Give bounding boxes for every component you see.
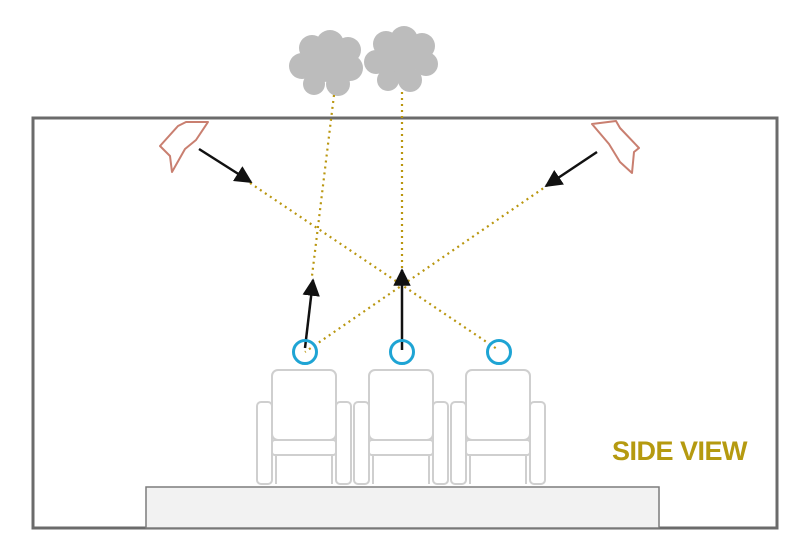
seat-center <box>353 369 449 485</box>
reflection-paths <box>249 92 549 353</box>
cloud-right <box>364 26 438 92</box>
path-right-speaker-to-left-seat <box>304 184 549 353</box>
path-left-cloud-to-left-seat <box>310 94 336 277</box>
arrow-left-speaker <box>198 147 253 184</box>
riser-platform <box>145 486 660 529</box>
path-left-speaker-to-right-seat <box>249 182 498 350</box>
listener-head-center <box>389 339 415 365</box>
seat-left <box>256 369 352 485</box>
speaker-front-left <box>159 121 209 173</box>
side-view-label: SIDE VIEW <box>612 436 748 466</box>
listener-head-right <box>486 339 512 365</box>
seat-right <box>450 369 546 485</box>
direction-arrows <box>198 147 598 350</box>
arrow-right-speaker <box>544 150 598 188</box>
arrow-left-head-up <box>302 278 320 349</box>
listener-head-left <box>292 339 318 365</box>
cloud-left <box>289 30 363 96</box>
speaker-front-right <box>591 120 640 174</box>
